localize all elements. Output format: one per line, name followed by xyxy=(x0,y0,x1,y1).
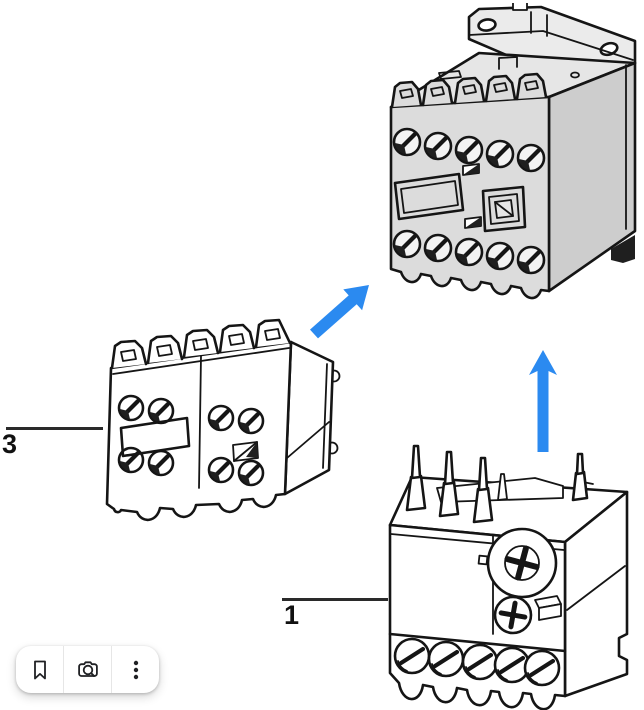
contactor-label-plate xyxy=(393,172,465,221)
callout-1-line xyxy=(282,598,388,601)
arrow-up xyxy=(529,350,557,452)
bookmark-button[interactable] xyxy=(16,646,63,693)
bookmark-icon xyxy=(33,660,46,679)
arrow-diagonal-shape xyxy=(310,285,369,339)
aux-side-face xyxy=(283,340,341,496)
more-menu-button[interactable] xyxy=(111,646,159,693)
contactor-mounting-flange xyxy=(467,3,637,77)
callout-3-line xyxy=(6,427,103,430)
callout-3-label: 3 xyxy=(2,429,18,459)
callout-1-label: 1 xyxy=(284,600,300,630)
overload-relay-illustration xyxy=(388,444,629,710)
aux-contact-block-illustration xyxy=(105,318,341,522)
relay-indicator-square xyxy=(477,554,489,566)
aux-terminal-screws xyxy=(117,394,265,487)
contactor-terminal-towers xyxy=(390,72,548,109)
contactor-coil-button xyxy=(481,185,527,233)
arrow-up-shape xyxy=(529,350,557,452)
contactor-din-clip xyxy=(611,235,635,263)
relay-adjust-dial xyxy=(486,527,558,599)
aux-label-plate xyxy=(119,416,191,458)
camera-search-icon xyxy=(77,660,98,677)
relay-test-latch xyxy=(534,595,562,621)
aux-flag-mark xyxy=(232,441,259,462)
more-vertical-icon xyxy=(133,660,138,679)
contactor-flag-marks xyxy=(462,163,482,229)
aux-terminal-towers xyxy=(110,318,292,370)
floating-toolbar xyxy=(16,646,159,693)
relay-terminal-band xyxy=(388,632,567,653)
contactor-illustration xyxy=(389,3,637,300)
relay-terminal-screws xyxy=(393,637,561,687)
contactor-terminal-screws xyxy=(392,127,546,275)
camera-search-button[interactable] xyxy=(63,646,111,693)
relay-connector-pins xyxy=(405,444,589,524)
aux-front-seam xyxy=(198,355,202,489)
relay-reset-screw xyxy=(493,595,533,635)
relay-side-face xyxy=(563,490,629,698)
arrow-diagonal xyxy=(310,285,369,339)
